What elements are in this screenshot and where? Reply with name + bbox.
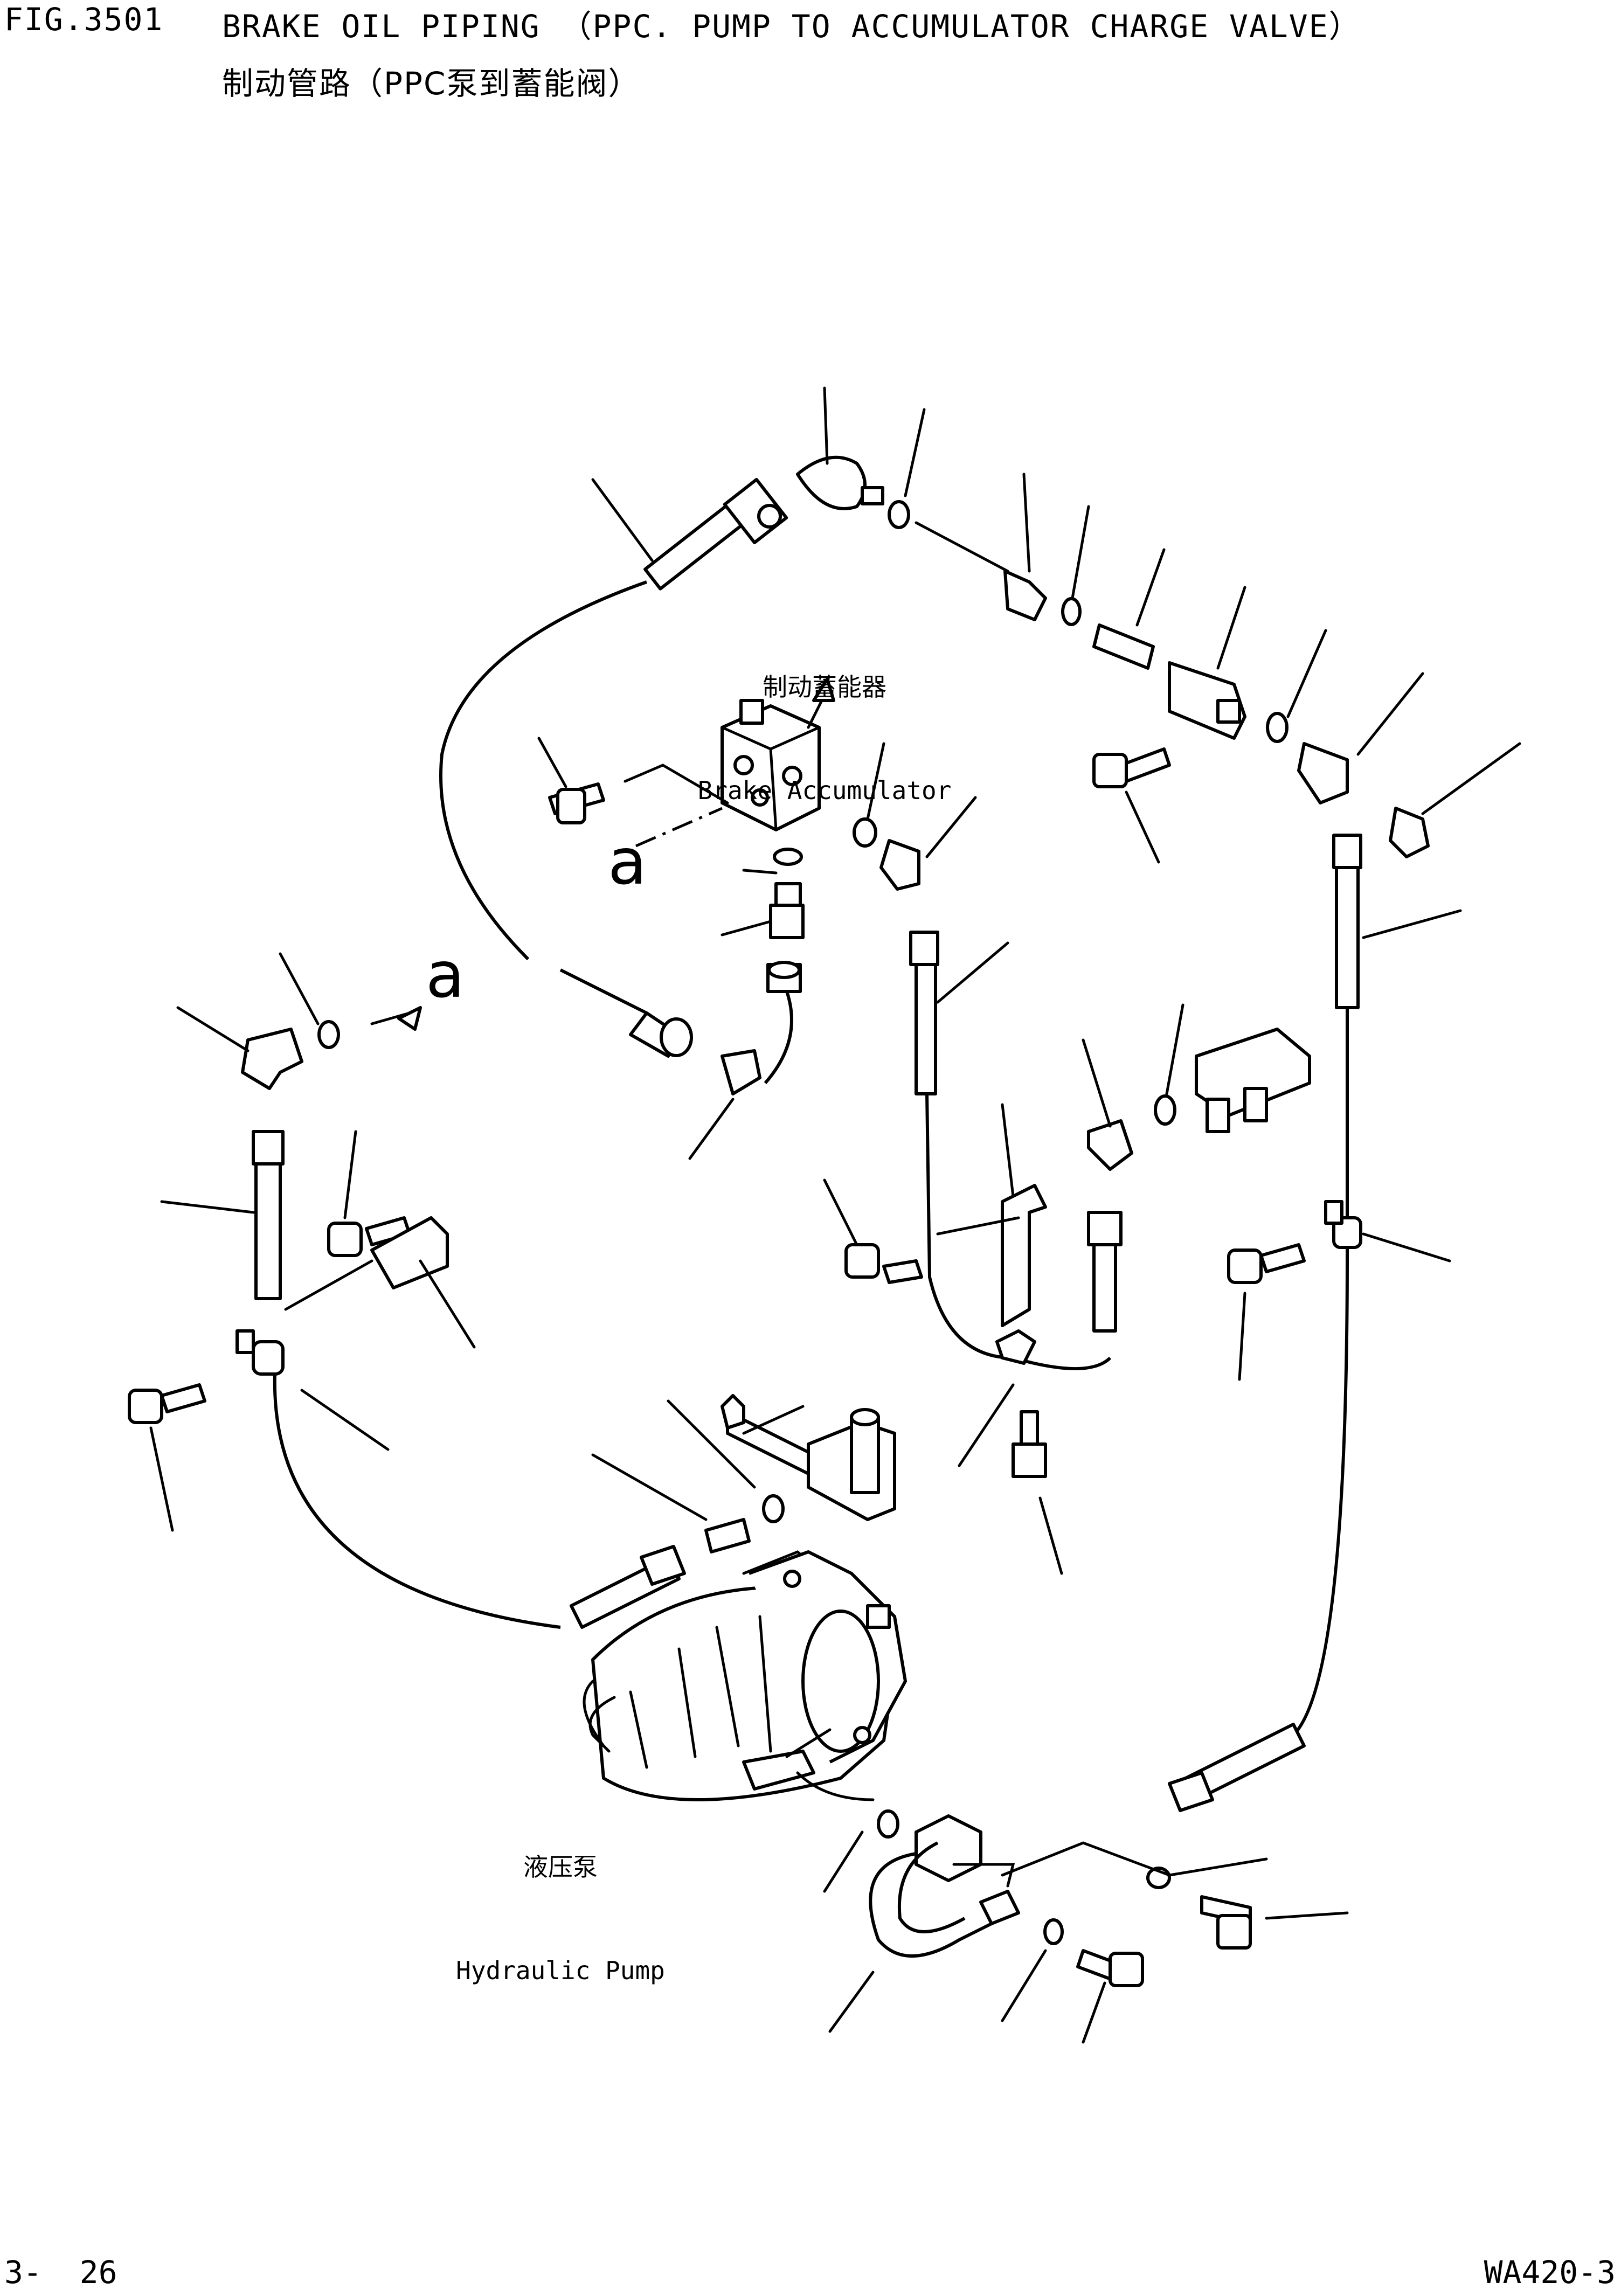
bracket-middle	[823, 1103, 1063, 1575]
upper-right-fittings	[591, 386, 1521, 858]
u-tube-assembly	[823, 1809, 1171, 2044]
brake-accumulator-label-en: Brake Accumulator	[697, 776, 952, 805]
pump-inlet-fittings	[570, 1399, 785, 1629]
left-bolts-bracket	[128, 1130, 476, 1532]
brake-accumulator-label: 制动蓄能器 Brake Accumulator	[668, 601, 981, 842]
page-number: 3- 26	[4, 2254, 117, 2291]
model-code: WA420-3	[1484, 2254, 1616, 2291]
fitting-below-accumulator	[635, 807, 805, 939]
hydraulic-pump-label-en: Hydraulic Pump	[456, 1956, 665, 1985]
hydraulic-pump-label: 液压泵 Hydraulic Pump	[442, 1781, 679, 2022]
hydraulic-pump	[583, 1550, 907, 1801]
brake-accumulator-block	[721, 677, 835, 831]
elbow-accumulator-right	[853, 742, 977, 891]
hose-accumulator-to-left	[439, 455, 884, 961]
reference-a-accumulator: a	[608, 824, 647, 899]
figure-title: BRAKE OIL PIPING （PPC. PUMP TO ACCUMULAT…	[222, 8, 1361, 45]
bent-tube	[688, 961, 802, 1160]
left-elbow-and-hose	[160, 952, 561, 1629]
reference-a-left: a	[426, 938, 465, 1012]
flange-pipe-upper	[721, 1394, 896, 1521]
bolt-accumulator	[537, 737, 729, 824]
clamp-right	[1227, 1200, 1451, 1381]
hose-right-vertical	[1292, 834, 1462, 1737]
figure-number: FIG.3501	[4, 1, 164, 38]
bolt-upper-right	[1092, 747, 1171, 864]
pump-lower-right-hose	[1146, 1723, 1349, 1950]
brake-accumulator-label-cn: 制动蓄能器	[763, 672, 886, 702]
valve-right-middle	[1082, 1003, 1311, 1171]
hose-mid-dashed	[559, 968, 693, 1058]
figure-title-chinese: 制动管路（PPC泵到蓄能阀）	[222, 65, 641, 102]
hydraulic-pump-label-cn: 液压泵	[523, 1853, 598, 1882]
